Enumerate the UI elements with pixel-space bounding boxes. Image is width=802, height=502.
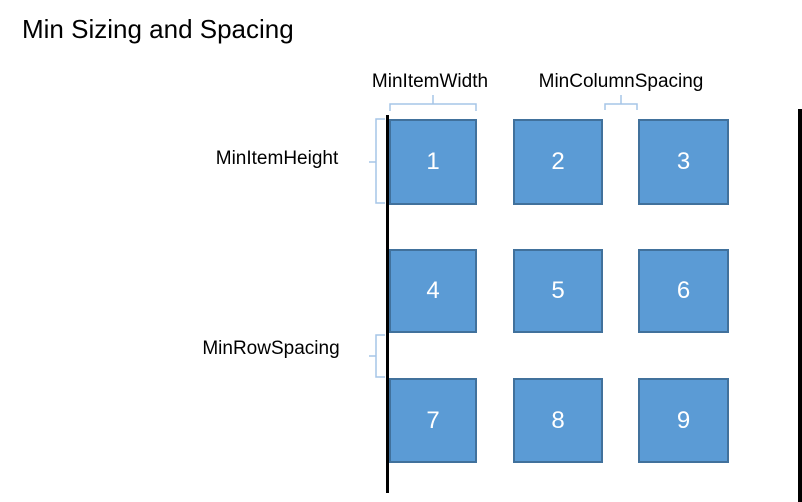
grid-item-7: 7	[389, 378, 477, 463]
min-row-spacing-label: MinRowSpacing	[202, 338, 340, 359]
grid-item-4: 4	[389, 249, 477, 333]
grid-item-6: 6	[638, 249, 729, 333]
min-item-width-bracket-icon	[389, 93, 477, 115]
grid-item-2: 2	[513, 119, 603, 205]
page-title: Min Sizing and Spacing	[22, 14, 294, 44]
right-edge-line	[798, 109, 802, 502]
min-column-spacing-label: MinColumnSpacing	[538, 71, 704, 92]
grid-item-9: 9	[638, 378, 729, 463]
min-column-spacing-bracket-icon	[604, 93, 638, 115]
grid-item-3: 3	[638, 119, 729, 205]
grid-item-1: 1	[389, 119, 477, 205]
min-item-height-bracket-icon	[367, 118, 387, 206]
grid-item-8: 8	[513, 378, 603, 463]
min-item-width-label: MinItemWidth	[371, 71, 489, 92]
min-row-spacing-bracket-icon	[367, 334, 387, 378]
left-edge-line	[386, 115, 389, 493]
min-item-height-label: MinItemHeight	[215, 148, 339, 169]
grid-item-5: 5	[513, 249, 603, 333]
